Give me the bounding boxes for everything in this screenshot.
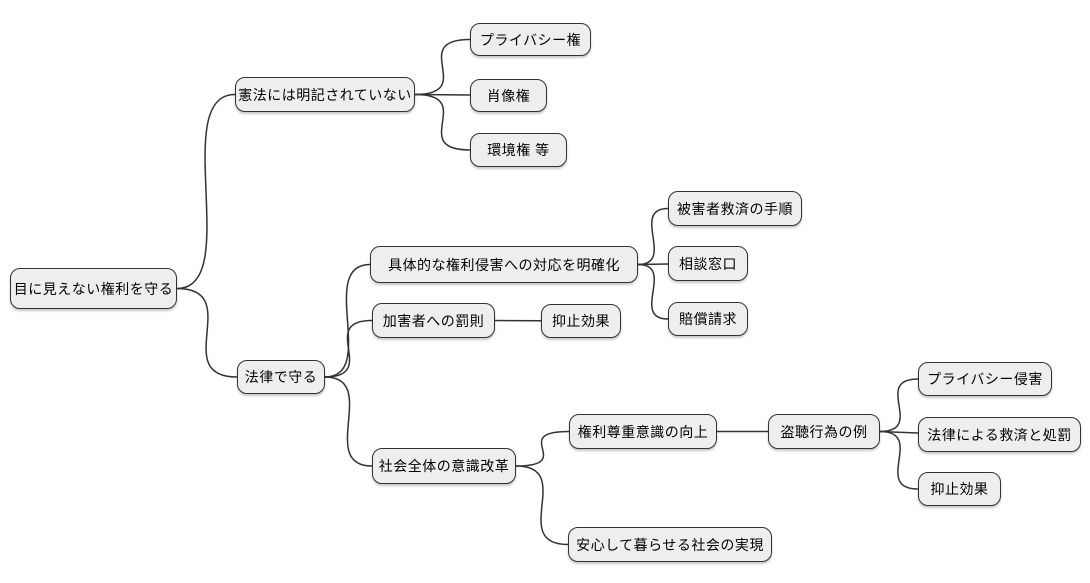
mindmap-node-baishou: 賠償請求 xyxy=(668,302,748,336)
mindmap-node-gutaiteki: 具体的な権利侵害への対応を明確化 xyxy=(370,246,638,283)
edge-shakai--kenri-soncho xyxy=(515,430,570,467)
mindmap-node-touchou: 盗聴行為の例 xyxy=(768,414,880,449)
mindmap-node-higaisha: 被害者救済の手順 xyxy=(668,191,802,226)
edge-gutaiteki--higaisha xyxy=(637,207,669,266)
edge-houritsu--kagaisha xyxy=(324,319,373,378)
mindmap-node-root: 目に見えない権利を守る xyxy=(10,268,177,309)
edge-houritsu--gutaiteki xyxy=(324,263,371,378)
mindmap-node-privacy-right: プライバシー権 xyxy=(470,23,591,56)
edge-touchou--privacy-shingai xyxy=(879,378,919,433)
mindmap-node-privacy-shingai: プライバシー侵害 xyxy=(918,362,1052,396)
mindmap-node-shouzouken: 肖像権 xyxy=(470,79,547,112)
mindmap-node-shakai: 社会全体の意識改革 xyxy=(372,448,516,484)
mindmap-node-kagaisha: 加害者への罰則 xyxy=(372,303,495,338)
edge-kenpou--kankyouken xyxy=(414,93,471,151)
mindmap-node-yokushi-mid: 抑止効果 xyxy=(541,304,621,338)
edge-shakai--anshin xyxy=(515,465,569,546)
edge-root--kenpou xyxy=(176,93,236,290)
mindmap-node-soudan: 相談窓口 xyxy=(668,246,748,281)
mindmap-node-kenpou: 憲法には明記されていない xyxy=(235,77,415,112)
edge-houritsu--shakai xyxy=(324,376,373,467)
mindmap-node-anshin: 安心して暮らせる社会の実現 xyxy=(568,527,772,562)
edge-gutaiteki--baishou xyxy=(637,263,669,320)
edge-touchou--yokushi-bottom xyxy=(879,430,919,490)
mindmap-node-houritsu: 法律で守る xyxy=(237,360,325,394)
mindmap-node-yokushi-bottom: 抑止効果 xyxy=(918,472,1001,506)
edge-kenpou--privacy-right xyxy=(414,38,471,96)
mindmap-node-kankyouken: 環境権 等 xyxy=(470,133,567,167)
mindmap-node-kenri-soncho: 権利尊重意識の向上 xyxy=(569,414,717,449)
mindmap-node-kyusai-shobatsu: 法律による救済と処罰 xyxy=(918,417,1081,452)
edge-root--houritsu xyxy=(176,287,238,378)
